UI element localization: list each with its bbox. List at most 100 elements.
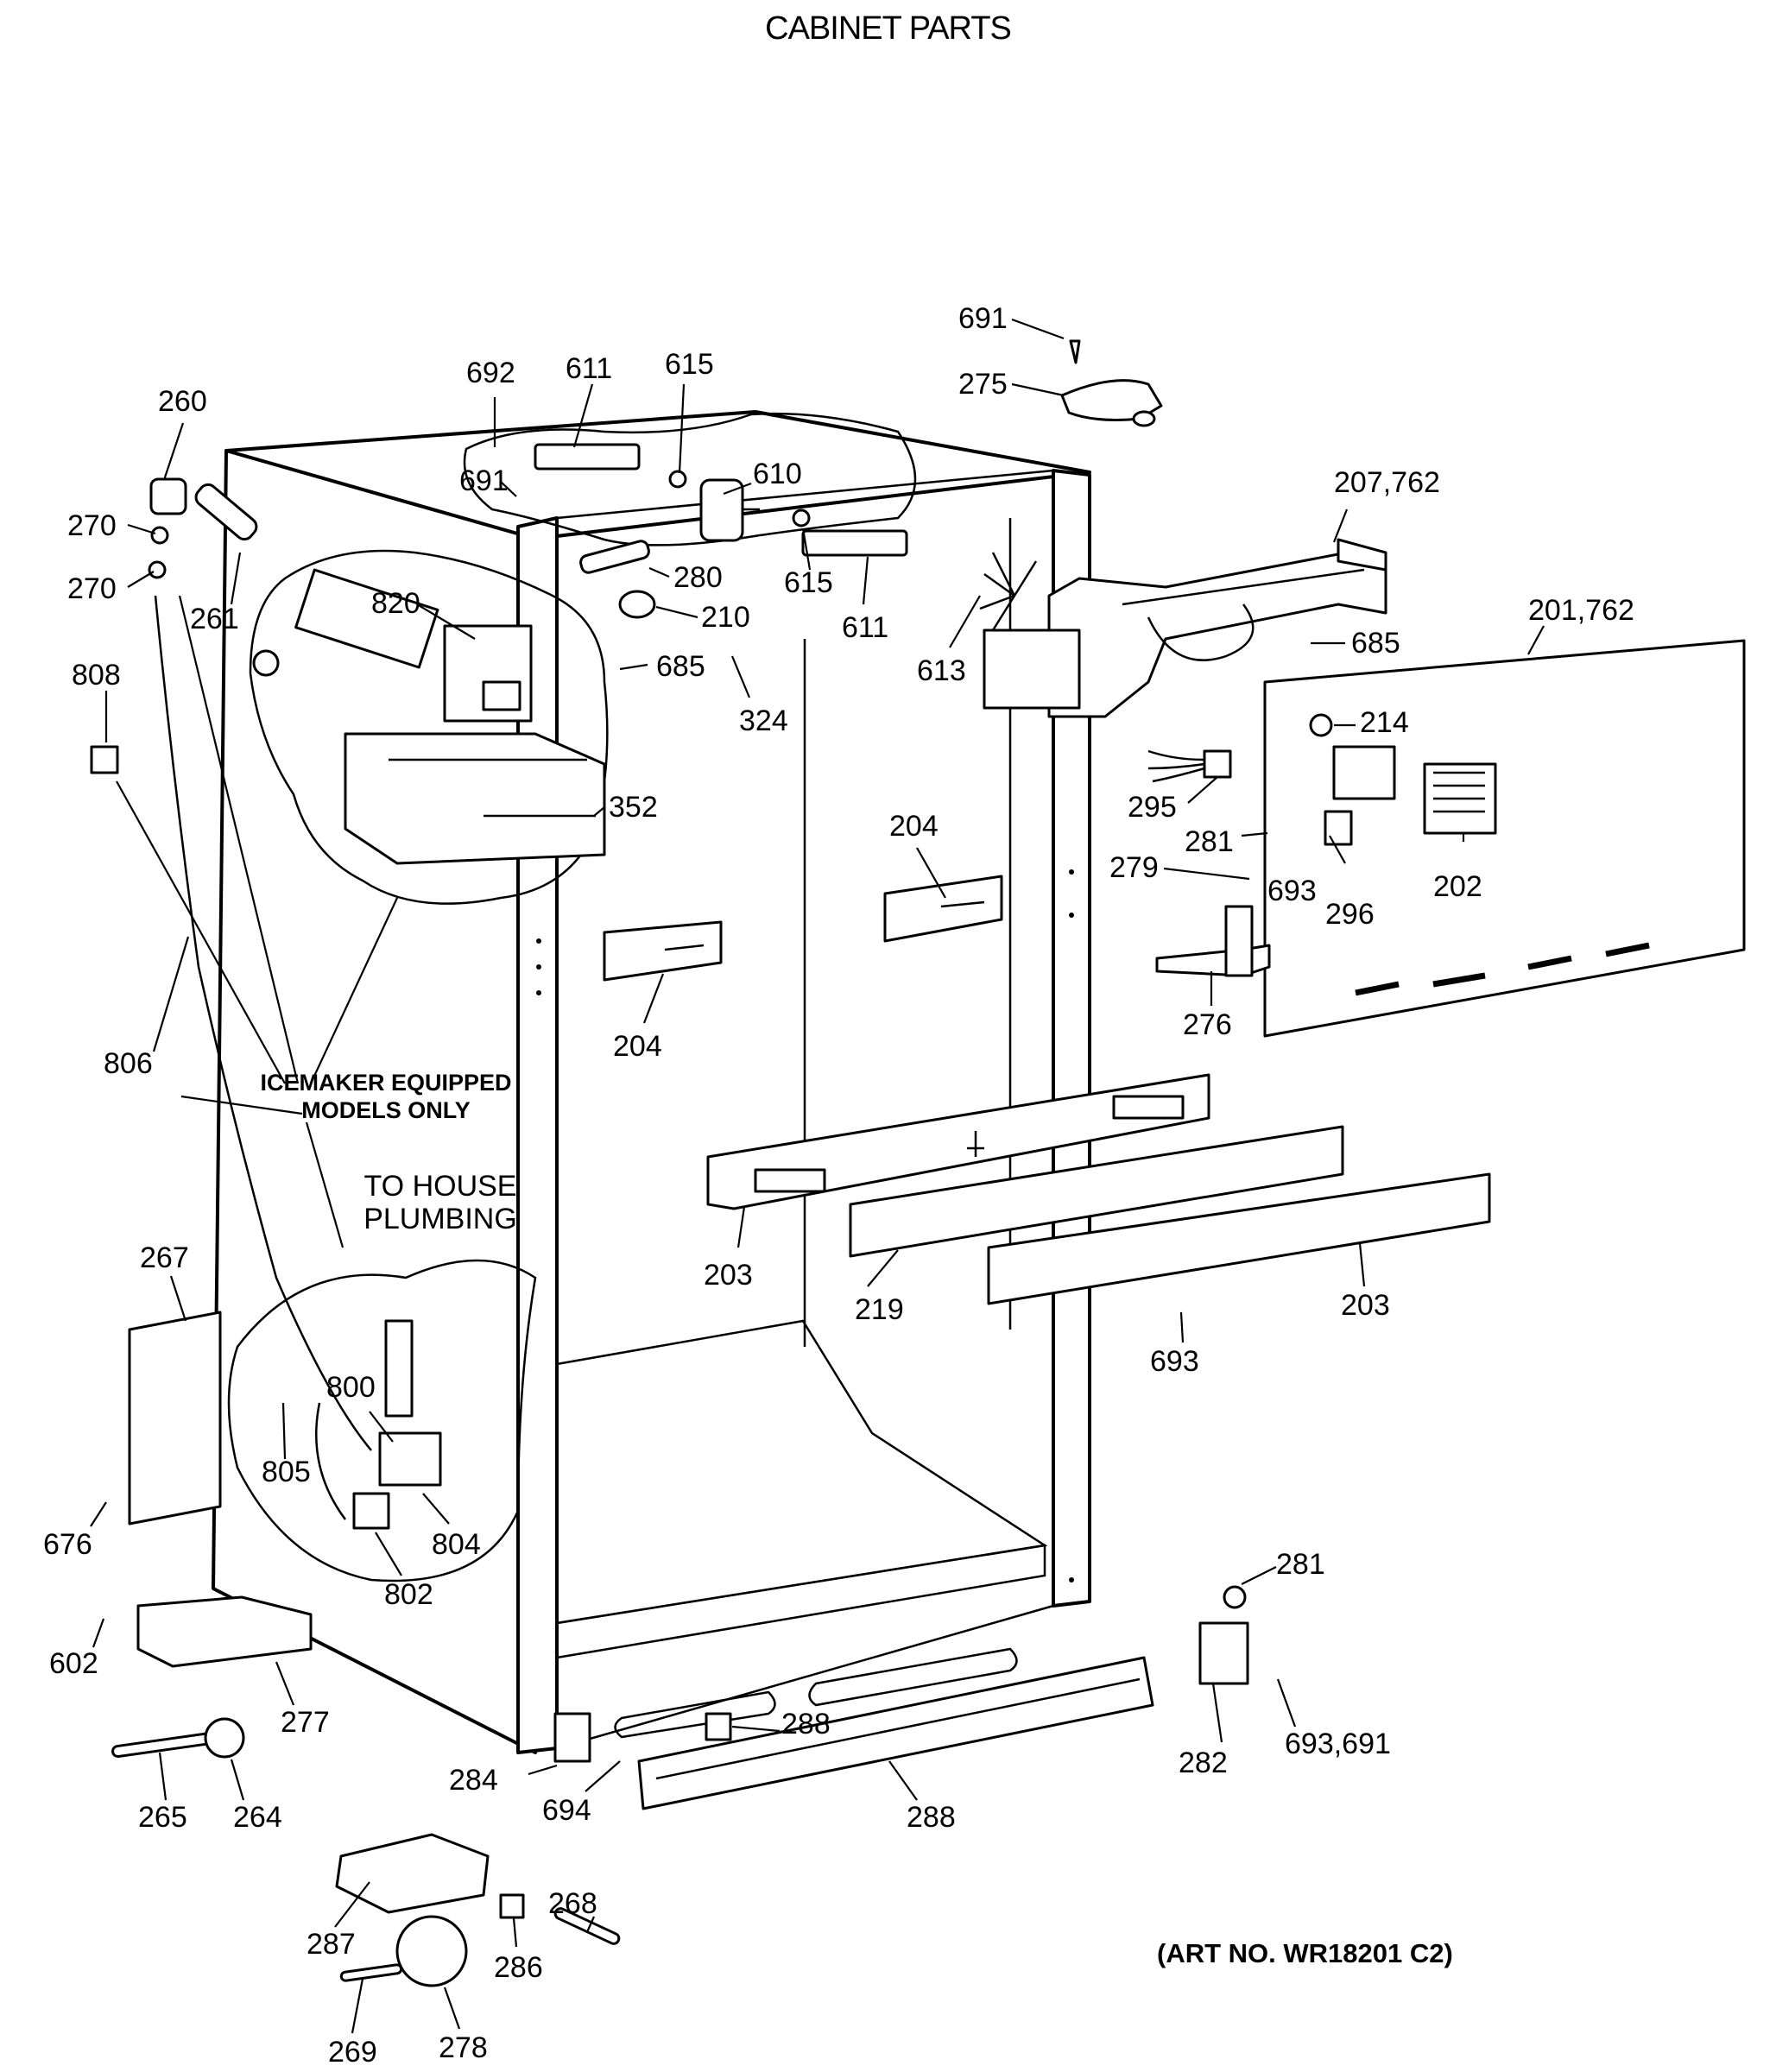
callout-615: 615: [784, 566, 833, 599]
callout-286: 286: [494, 1951, 543, 1984]
callout-284: 284: [449, 1764, 498, 1797]
access-panel-267: [128, 1311, 222, 1526]
top-cutaway-outline: [463, 412, 917, 546]
callout-288: 288: [907, 1801, 956, 1834]
grommet-615b: [792, 509, 811, 527]
callout-214: 214: [1360, 706, 1409, 739]
callout-269: 269: [328, 2036, 377, 2069]
roller-264-265: [111, 1717, 245, 1759]
callout-202: 202: [1433, 870, 1482, 903]
callout-613: 613: [917, 654, 966, 687]
callout-615: 615: [665, 348, 714, 381]
callout-260: 260: [158, 385, 207, 418]
mounting-plate-287: [335, 1833, 490, 1914]
callout-275: 275: [958, 368, 1008, 401]
callout-210: 210: [701, 601, 750, 634]
front-foot-277: [136, 1595, 313, 1668]
light-socket-280: [579, 540, 650, 574]
callout-201-762: 201,762: [1528, 594, 1634, 627]
water-fill-tube-261: [194, 483, 258, 541]
callout-270: 270: [67, 509, 117, 542]
fan-bracket-611a: [534, 443, 641, 471]
callout-676: 676: [43, 1528, 92, 1561]
clip-808: [90, 745, 119, 774]
callout-207-762: 207,762: [1334, 466, 1440, 499]
front-rail-middle: [849, 1125, 1344, 1258]
callout-691: 691: [459, 464, 509, 497]
callout-219: 219: [855, 1293, 904, 1326]
callout-602: 602: [49, 1647, 98, 1680]
callout-281: 281: [1276, 1548, 1325, 1581]
bracket-284: [553, 1712, 591, 1763]
art-number: (ART NO. WR18201 C2): [1157, 1938, 1453, 1968]
fan-bracket-611b: [801, 529, 908, 557]
bottom-hinge-282: [1198, 1585, 1249, 1685]
callout-692: 692: [466, 357, 515, 389]
fan-motor-610: [699, 478, 760, 542]
callout-693: 693: [1267, 875, 1317, 907]
callout-806: 806: [104, 1047, 153, 1080]
callout-693-691: 693,691: [1285, 1728, 1391, 1760]
callout-268: 268: [548, 1887, 597, 1920]
clamp-270b: [148, 560, 167, 579]
water-valve-detail: [227, 1259, 537, 1582]
callout-691: 691: [958, 302, 1008, 335]
clip-288: [705, 1712, 732, 1741]
callout-820: 820: [371, 587, 420, 620]
front-rail-upper: [706, 1073, 1210, 1210]
callout-282: 282: [1179, 1747, 1228, 1779]
roller-278: [395, 1915, 468, 1987]
icemaker-note: ICEMAKER EQUIPPED MODELS ONLY: [243, 1069, 528, 1124]
callout-203: 203: [1341, 1289, 1390, 1322]
icemaker-note-line2: MODELS ONLY: [301, 1097, 471, 1123]
callout-270: 270: [67, 572, 117, 605]
front-rail-lower: [987, 1172, 1491, 1305]
callout-203: 203: [704, 1259, 753, 1292]
wire-harness-295: [1147, 749, 1205, 783]
shelf-bracket-right: [883, 875, 1003, 943]
callout-693: 693: [1150, 1345, 1199, 1378]
water-tube-806: [154, 595, 372, 1451]
callout-685: 685: [1351, 627, 1400, 660]
icemaker-note-arrows: [116, 595, 398, 1248]
plumbing-note-line2: PLUMBING: [363, 1203, 517, 1235]
control-panel: [1263, 639, 1746, 1038]
callout-352: 352: [609, 791, 658, 824]
callout-610: 610: [753, 458, 802, 490]
top-hinge: [1060, 339, 1163, 427]
bolt-269: [339, 1963, 403, 1982]
grommet-615a: [668, 470, 687, 489]
callout-261: 261: [190, 603, 239, 635]
callout-287: 287: [307, 1928, 356, 1961]
callout-276: 276: [1183, 1008, 1232, 1041]
leader-lines: [90, 318, 1545, 2034]
icemaker-assembly: [249, 549, 609, 905]
callout-204: 204: [613, 1030, 662, 1063]
callout-295: 295: [1128, 791, 1177, 824]
leveling-bolt-268: [553, 1907, 621, 1945]
callout-324: 324: [739, 704, 788, 737]
callout-694: 694: [542, 1794, 591, 1827]
diagram-title: CABINET PARTS: [765, 10, 1012, 47]
callout-296: 296: [1325, 898, 1375, 931]
callout-611: 611: [842, 611, 889, 644]
kickplate-grille-288: [637, 1656, 1154, 1810]
icemaker-note-line1: ICEMAKER EQUIPPED: [260, 1070, 512, 1096]
callout-265: 265: [138, 1801, 187, 1834]
callout-805: 805: [262, 1456, 311, 1488]
callout-278: 278: [439, 2031, 488, 2064]
callout-280: 280: [673, 561, 723, 594]
water-valve-260: [149, 477, 187, 515]
callout-281: 281: [1185, 825, 1234, 858]
callout-802: 802: [384, 1578, 433, 1611]
callout-685: 685: [656, 650, 705, 683]
callout-264: 264: [233, 1801, 282, 1834]
light-bulb-210: [618, 590, 656, 619]
callout-288: 288: [781, 1708, 831, 1740]
callout-277: 277: [281, 1706, 330, 1739]
clamp-270a: [150, 526, 169, 545]
callout-800: 800: [326, 1371, 376, 1404]
plumbing-note-line1: TO HOUSE: [363, 1170, 517, 1203]
